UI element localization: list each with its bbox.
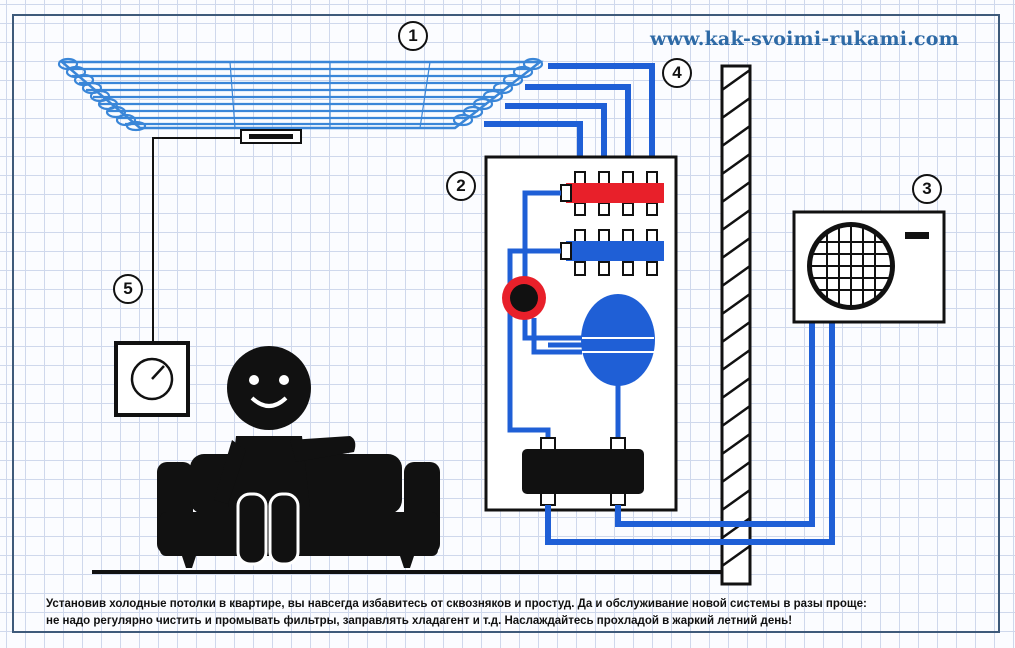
control-wire xyxy=(152,137,241,345)
exterior-wall xyxy=(720,64,752,586)
return-manifold xyxy=(560,229,664,276)
wall-pipe-pass xyxy=(719,521,753,545)
callout-outdoor-unit: 3 xyxy=(912,174,942,204)
site-url[interactable]: www.kak-svoimi-rukami.com xyxy=(650,28,959,50)
chilled-ceiling-panel xyxy=(57,57,544,132)
ceiling-sensor xyxy=(240,129,302,144)
supply-manifold xyxy=(560,183,664,203)
caption: Установив холодные потолки в квартире, в… xyxy=(46,596,946,630)
cabinet-internal-pipes xyxy=(507,190,621,447)
callout-cabinet: 2 xyxy=(446,171,476,201)
callout-thermostat: 5 xyxy=(113,274,143,304)
caption-line-2: не надо регулярно чистить и промывать фи… xyxy=(46,615,793,627)
outdoor-pipes xyxy=(545,322,835,545)
frame-border xyxy=(12,14,1000,633)
thermostat xyxy=(114,341,190,417)
person-on-sofa xyxy=(157,346,440,568)
ceiling-supply-pipes xyxy=(484,63,655,160)
callout-pipes: 4 xyxy=(662,58,692,88)
outdoor-chiller-unit xyxy=(792,210,946,324)
callout-ceiling: 1 xyxy=(398,21,428,51)
circulation-pump xyxy=(502,276,546,320)
manifold-top-ports xyxy=(574,171,658,216)
expansion-tank xyxy=(581,294,655,386)
caption-line-1: Установив холодные потолки в квартире, в… xyxy=(46,598,867,610)
heat-exchanger xyxy=(522,437,644,506)
